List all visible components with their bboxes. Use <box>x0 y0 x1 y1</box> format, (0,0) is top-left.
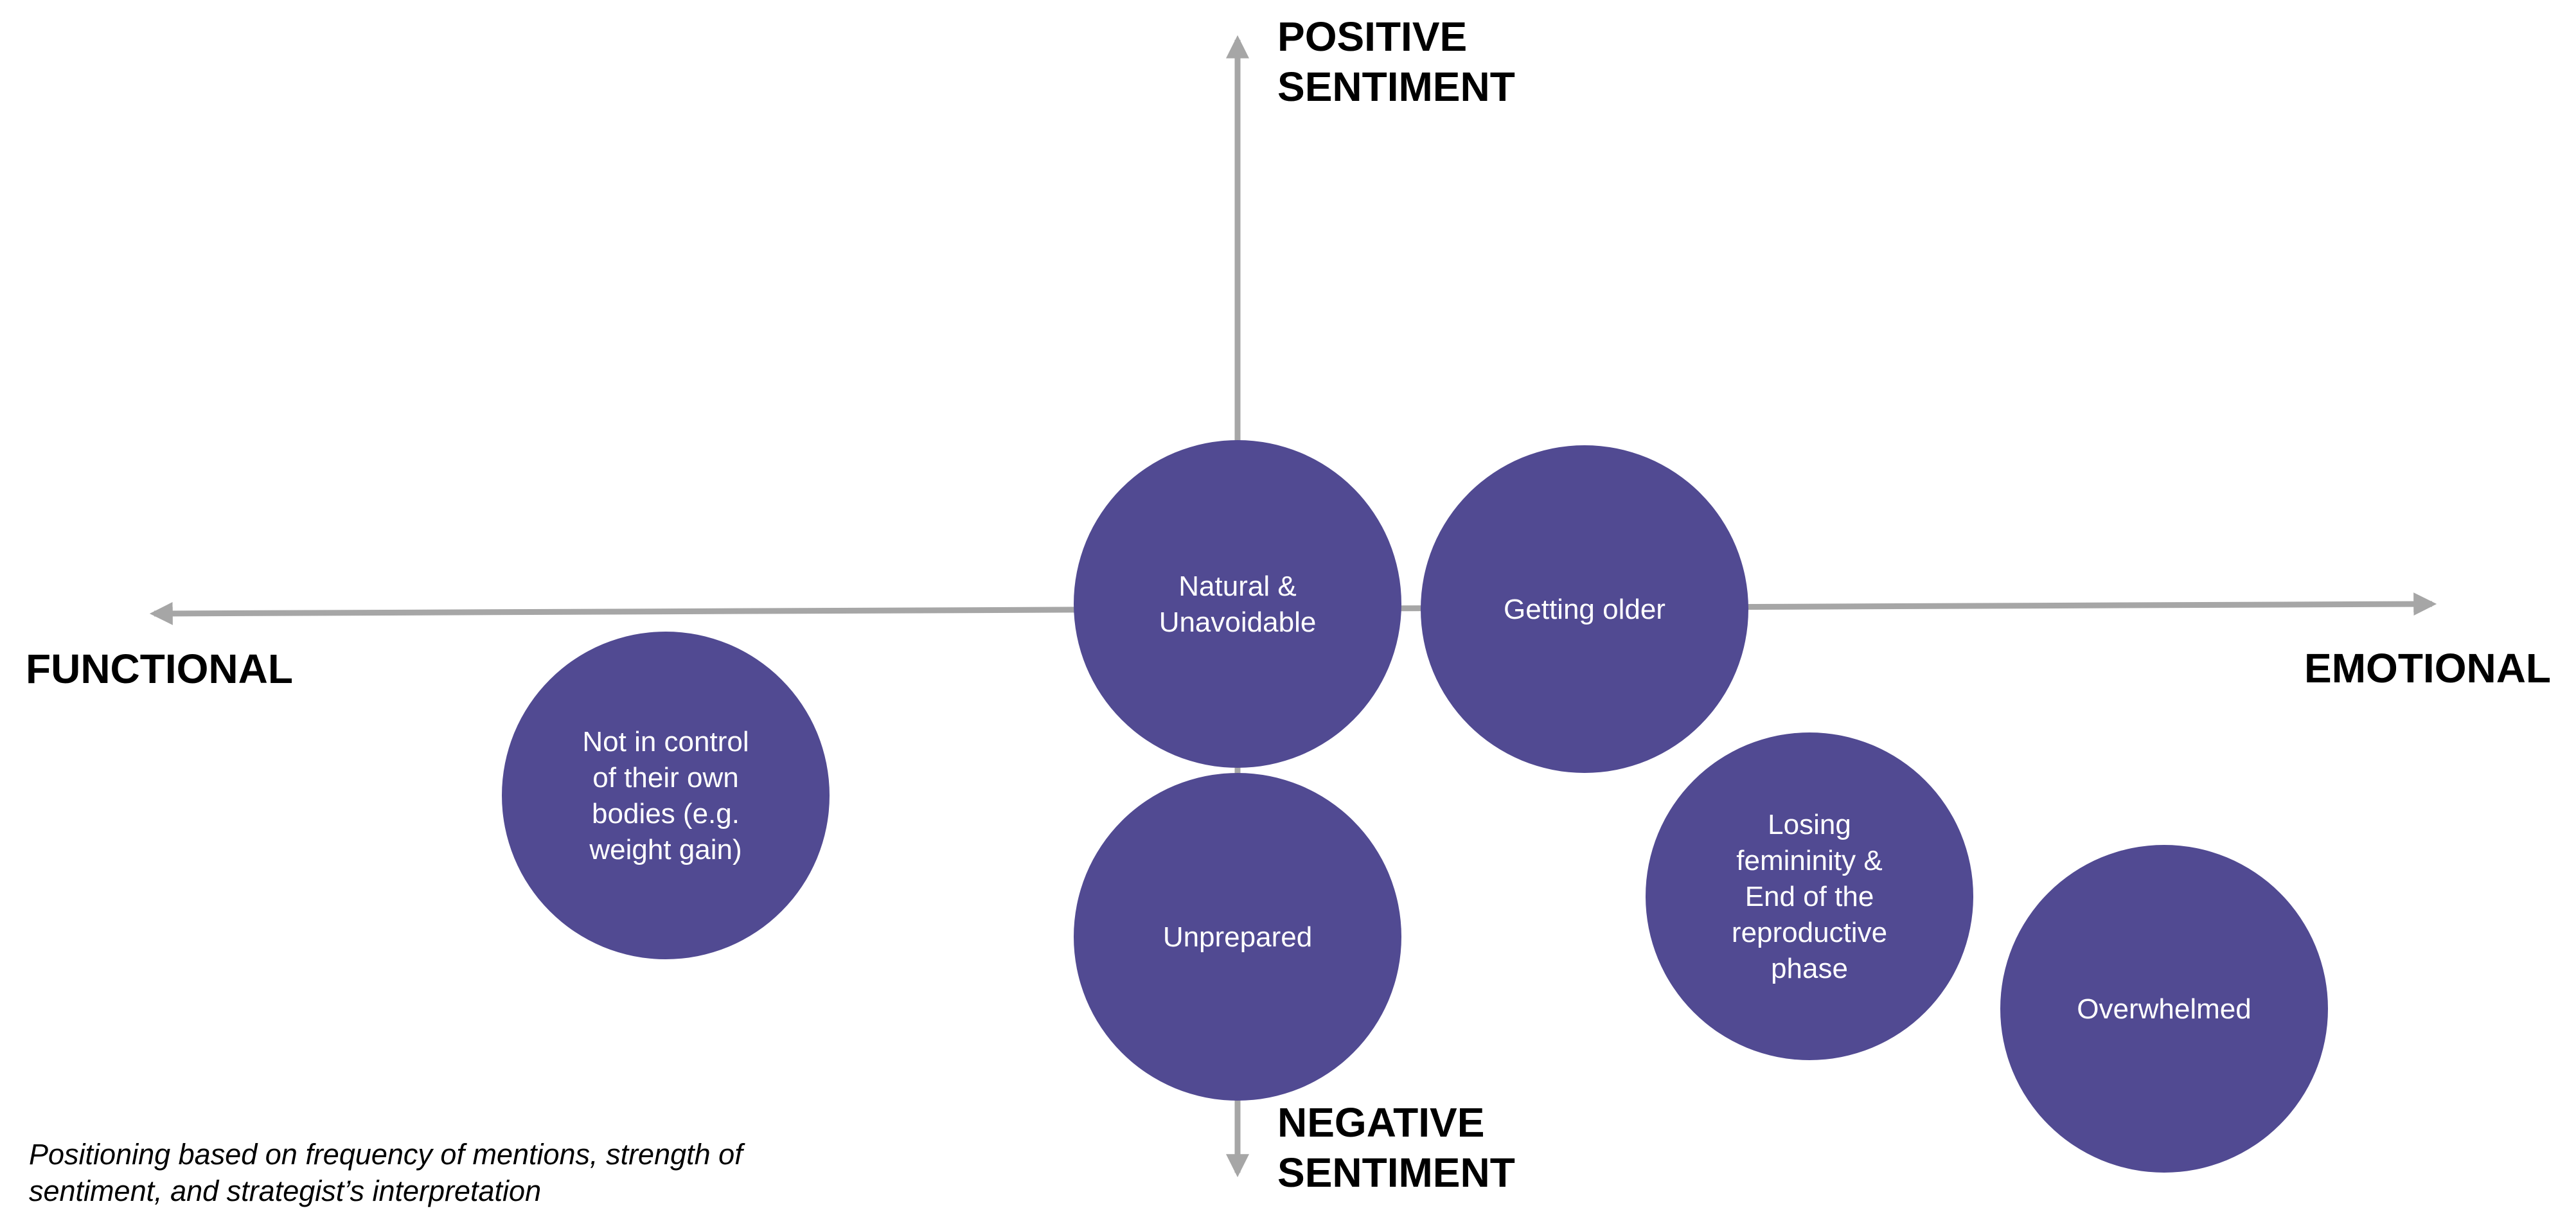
theme-bubble-natural: Natural & Unavoidable <box>1074 440 1401 768</box>
theme-label-line: reproductive <box>1732 917 1887 948</box>
theme-label-line: femininity & <box>1736 845 1882 876</box>
theme-label-line: Unprepared <box>1163 921 1312 953</box>
theme-label-line: weight gain) <box>589 834 742 865</box>
theme-label-line: phase <box>1771 953 1848 984</box>
axis-label-positive-line: SENTIMENT <box>1277 64 1515 110</box>
theme-circle <box>1074 440 1401 768</box>
footnote: Positioning based on frequency of mentio… <box>29 1136 864 1209</box>
footnote-line: sentiment, and strategist’s interpretati… <box>29 1175 542 1207</box>
theme-label: Overwhelmed <box>2077 993 2251 1025</box>
theme-circle <box>1074 773 1401 1101</box>
theme-label: Not in control of their own bodies (e.g. we… <box>582 726 749 865</box>
axis-label-negative-sentiment: NEGATIVE SENTIMENT <box>1277 1099 1515 1196</box>
axis-label-emotional: EMOTIONAL <box>2304 645 2551 691</box>
theme-label: Natural & Unavoidable <box>1159 571 1317 638</box>
theme-label-line: Natural & <box>1178 571 1296 602</box>
theme-bubble-control: Not in control of their own bodies (e.g. we… <box>502 632 830 959</box>
footnote-line: Positioning based on frequency of mentio… <box>29 1138 743 1171</box>
theme-circle <box>2000 845 2328 1173</box>
theme-label-line: bodies (e.g. <box>592 798 740 829</box>
axis-label-positive-sentiment: POSITIVE SENTIMENT <box>1277 13 1515 110</box>
axis-label-positive-line: POSITIVE <box>1277 13 1467 60</box>
theme-label-line: of their own <box>592 762 738 794</box>
theme-bubble-unprepared: Unprepared <box>1074 773 1401 1101</box>
theme-label-line: Not in control <box>582 726 749 758</box>
theme-label-line: Unavoidable <box>1159 607 1317 638</box>
theme-circle <box>1646 732 1973 1060</box>
theme-circle <box>1421 445 1748 773</box>
axis-label-negative-line: NEGATIVE <box>1277 1099 1484 1146</box>
theme-label: Losing femininity & End of the reproductive… <box>1732 809 1887 984</box>
theme-bubble-overwhelmed: Overwhelmed <box>2000 845 2328 1173</box>
theme-bubble-older: Getting older <box>1421 445 1748 773</box>
theme-label-line: End of the <box>1745 881 1874 912</box>
theme-label: Getting older <box>1504 594 1666 625</box>
theme-label-line: Losing <box>1768 809 1851 840</box>
axis-label-negative-line: SENTIMENT <box>1277 1149 1515 1196</box>
theme-circle <box>502 632 830 959</box>
theme-label: Unprepared <box>1163 921 1312 953</box>
theme-label-line: Getting older <box>1504 594 1666 625</box>
axis-label-functional: FUNCTIONAL <box>26 646 293 692</box>
theme-bubble-femininity: Losing femininity & End of the reproductive… <box>1646 732 1973 1060</box>
theme-label-line: Overwhelmed <box>2077 993 2251 1025</box>
